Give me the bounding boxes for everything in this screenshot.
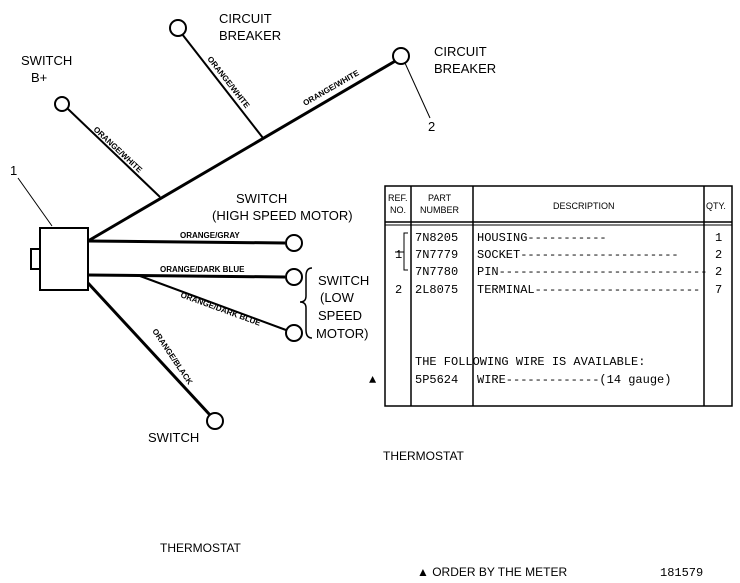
terminal-switch-bplus	[54, 96, 70, 112]
callout-2: 2	[428, 119, 435, 134]
table-row-4-qty: 7	[715, 283, 722, 297]
terminal-thermostat	[206, 412, 224, 430]
label-switch-bplus: SWITCH	[21, 53, 72, 68]
table-row-3-qty: 2	[715, 265, 722, 279]
parts-table	[384, 185, 733, 407]
trunk-wire	[87, 58, 398, 243]
callout-2-leader	[404, 62, 431, 119]
table-header-ref-l2: NO.	[390, 205, 406, 215]
label-circuit-breaker-1: CIRCUIT	[219, 11, 272, 26]
table-row-2-ref: 1	[395, 248, 402, 262]
table-row-3-desc: PIN-----------------------------	[477, 265, 707, 279]
label-switch-low: SWITCH	[318, 273, 369, 288]
wire-label-low-speed-2: ORANGE/DARK BLUE	[179, 290, 262, 328]
label-thermostat-bottom: THERMOSTAT	[160, 541, 242, 555]
label-switch-bplus-l2: B+	[31, 70, 47, 85]
label-switch-low-l3: SPEED	[318, 308, 362, 323]
wire-label-low-speed-1: ORANGE/DARK BLUE	[160, 265, 245, 274]
table-row-3-part: 7N7780	[415, 265, 458, 279]
order-note: ▲ ORDER BY THE METER	[417, 565, 567, 579]
label-circuit-breaker-1-l2: BREAKER	[219, 28, 281, 43]
table-row-1-qty: 1	[715, 231, 722, 245]
label-switch-high-l2: (HIGH SPEED MOTOR)	[212, 208, 353, 223]
label-switch-high: SWITCH	[236, 191, 287, 206]
terminal-low-speed-1	[285, 268, 303, 286]
wire-thermostat	[86, 281, 212, 417]
table-row-4-part: 2L8075	[415, 283, 458, 297]
terminal-breaker-1	[169, 19, 187, 37]
low-speed-brace	[299, 267, 313, 339]
table-header-part-l2: NUMBER	[420, 205, 460, 215]
label-switch-low-l2: (LOW	[320, 290, 355, 305]
callout-1-leader	[17, 177, 53, 227]
table-row-2-qty: 2	[715, 248, 722, 262]
terminal-low-speed-2	[285, 324, 303, 342]
table-header-desc: DESCRIPTION	[553, 201, 615, 211]
wire-row-part: 5P5624	[415, 373, 458, 387]
figure-id: 181579	[660, 566, 703, 580]
table-row-2-part: 7N7779	[415, 248, 458, 262]
wire-high-speed	[87, 239, 286, 245]
table-row-4-desc: TERMINAL-----------------------	[477, 283, 700, 297]
table-row-4-ref: 2	[395, 283, 402, 297]
label-circuit-breaker-2: CIRCUIT	[434, 44, 487, 59]
terminal-high-speed	[285, 234, 303, 252]
wire-available-note: THE FOLLOWING WIRE IS AVAILABLE:	[415, 355, 645, 369]
label-thermostat-table: THERMOSTAT	[383, 449, 465, 463]
table-header-ref: REF.	[388, 193, 408, 203]
wire-label-high-speed: ORANGE/GRAY	[180, 231, 240, 240]
table-row-1-part: 7N8205	[415, 231, 458, 245]
branch-breaker-1	[181, 33, 264, 139]
branch-switch-bplus	[67, 108, 161, 198]
label-circuit-breaker-2-l2: BREAKER	[434, 61, 496, 76]
table-header-part: PART	[428, 193, 452, 203]
table-header-qty: QTY.	[706, 201, 726, 211]
wire-low-speed-1	[87, 273, 286, 279]
wire-row-marker: ▲	[369, 373, 377, 387]
terminal-breaker-2	[392, 47, 410, 65]
table-row-2-desc: SOCKET----------------------	[477, 248, 679, 262]
wire-row-desc: WIRE-------------(14 gauge)	[477, 373, 671, 387]
wire-low-speed-2	[139, 275, 287, 331]
wire-label-breaker-1: ORANGE/WHITE	[205, 55, 251, 111]
table-row-1-desc: HOUSING-----------	[477, 231, 607, 245]
callout-1: 1	[10, 163, 17, 178]
connector-housing	[30, 227, 89, 291]
label-switch-thermostat: SWITCH	[148, 430, 199, 445]
wire-label-switch-bplus: ORANGE/WHITE	[92, 125, 145, 175]
label-switch-low-l4: MOTOR)	[316, 326, 368, 341]
